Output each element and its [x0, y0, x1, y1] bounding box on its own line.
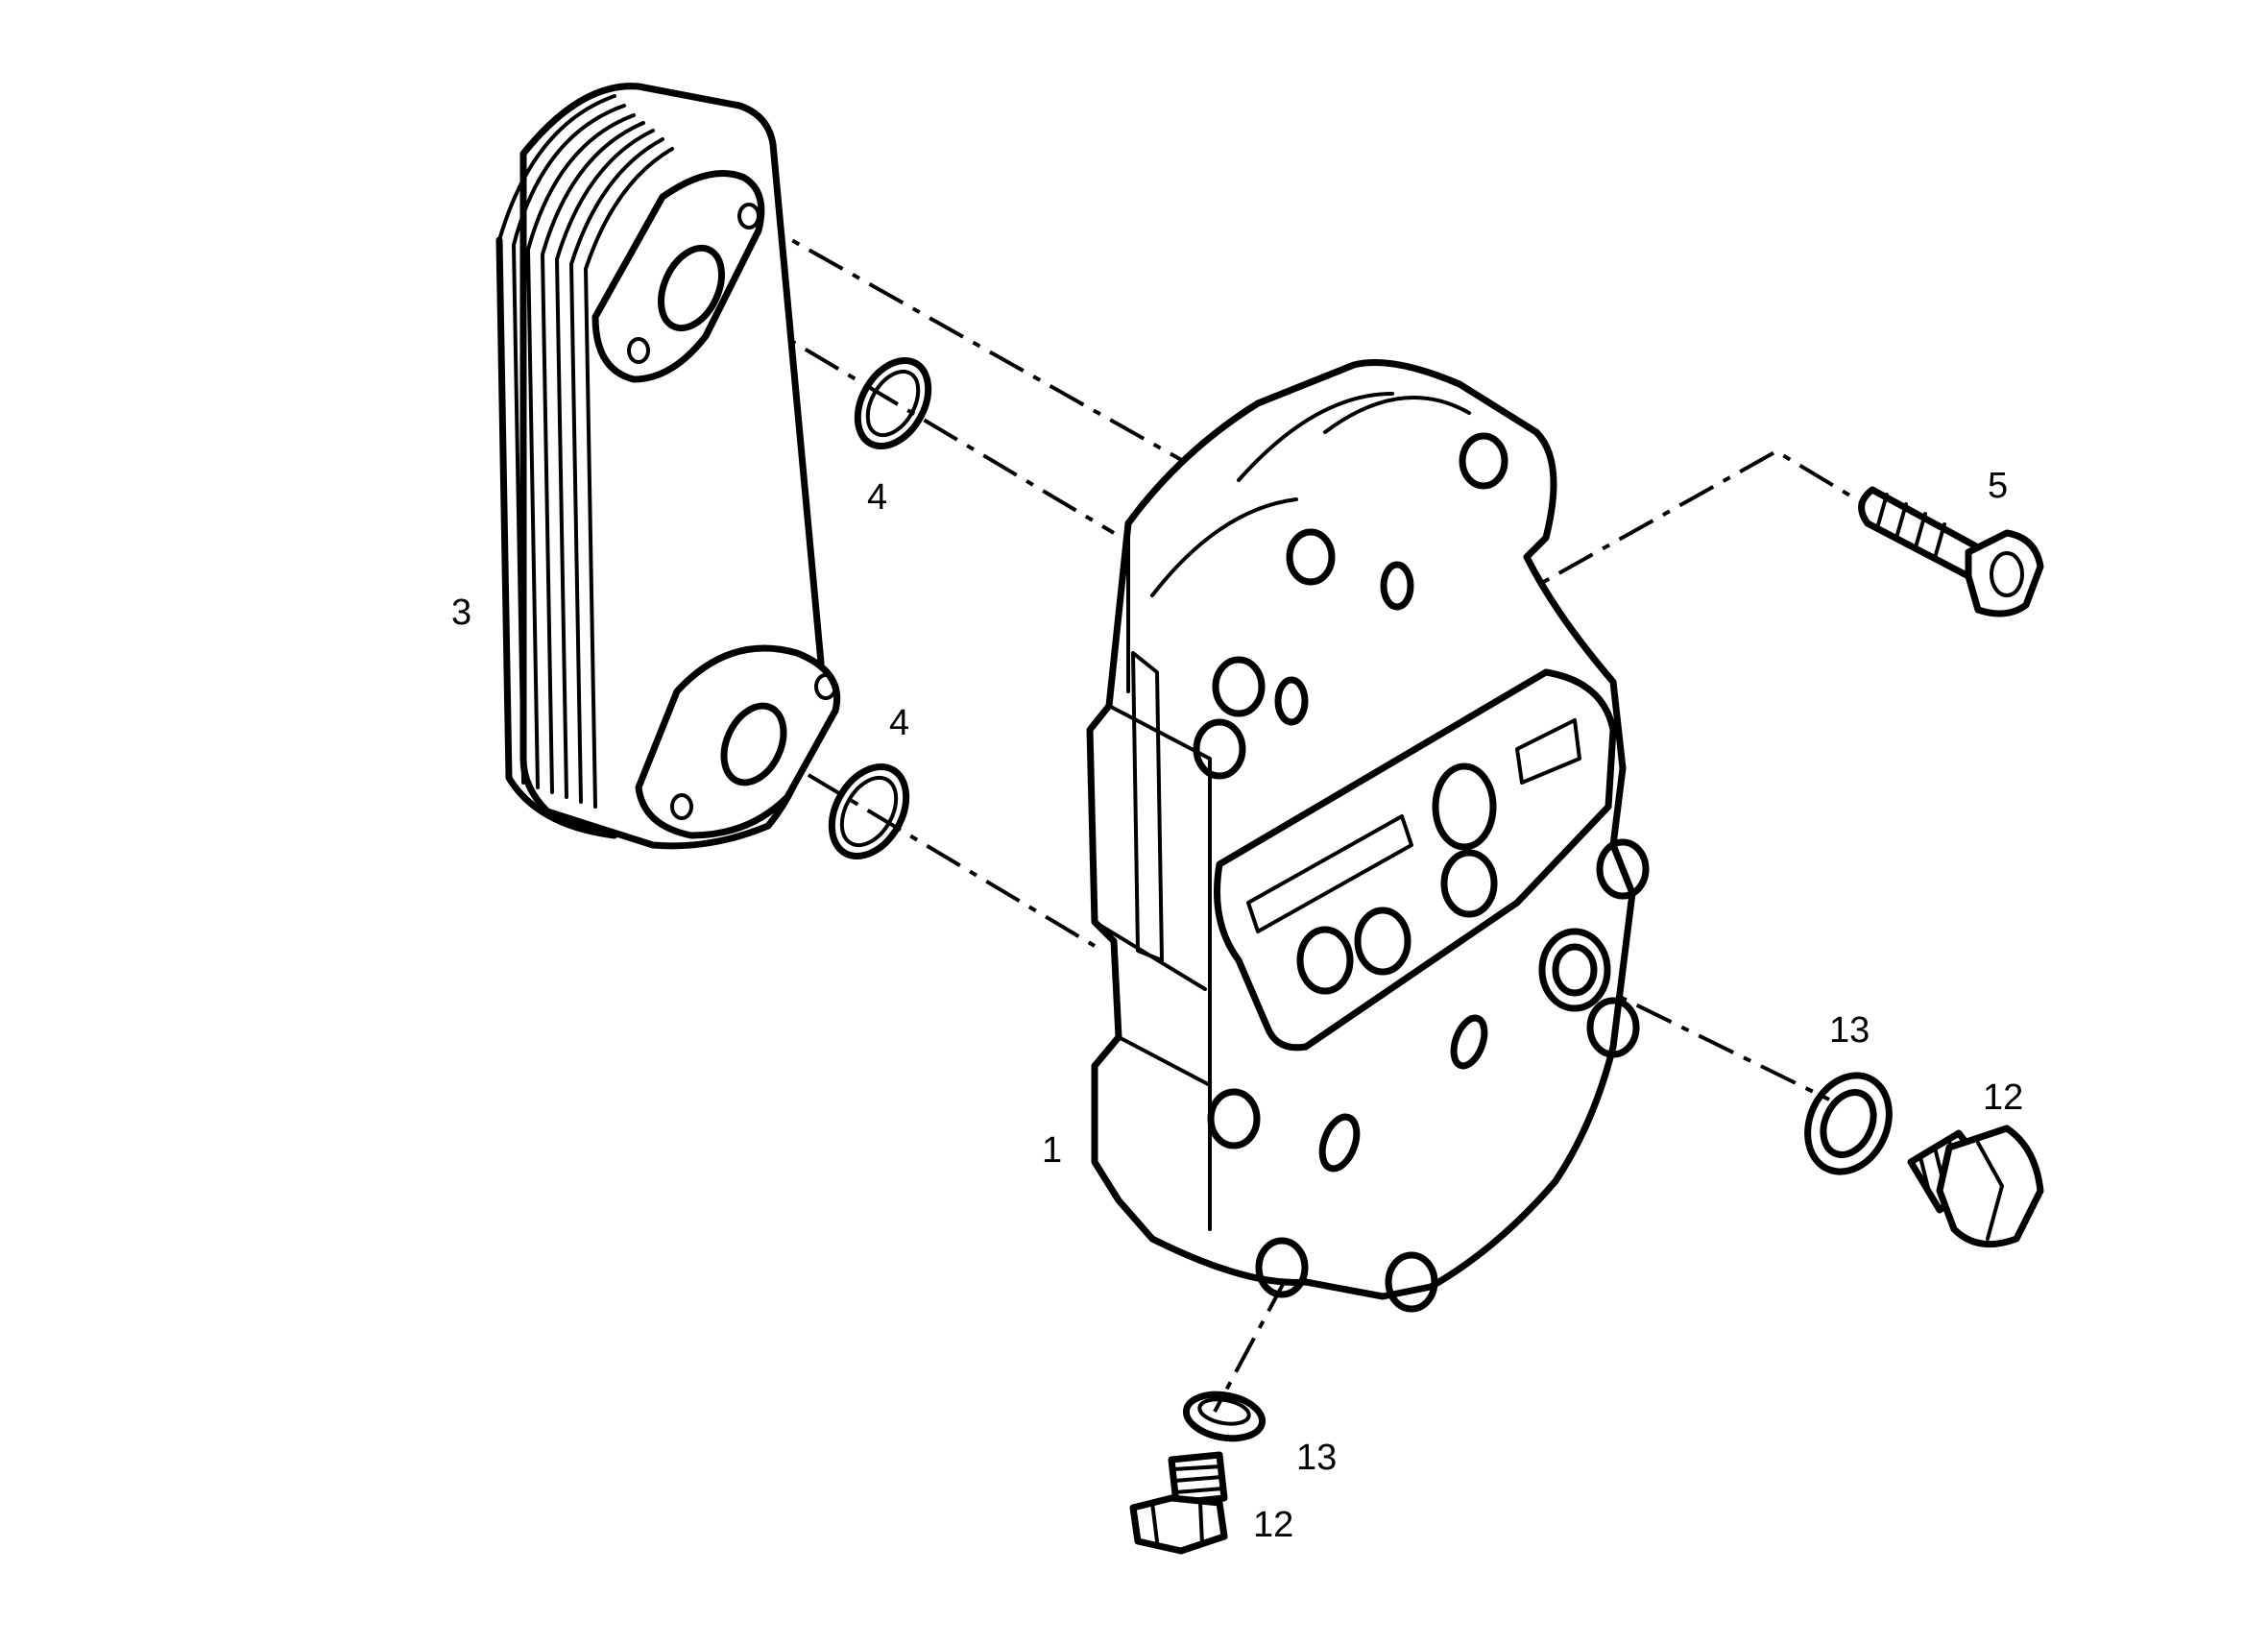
part-label-4-bottom: 4 — [889, 703, 909, 743]
oil-cooler-top-port — [658, 244, 725, 332]
drain-plug-bottom — [1129, 1451, 1228, 1555]
sealing-washer-bottom — [1182, 1391, 1267, 1442]
leader-line-cooler-top-bolt — [748, 214, 1201, 472]
bolt — [1858, 486, 2044, 617]
housing-gasket-face — [1214, 668, 1617, 1052]
oil-cooler — [495, 83, 841, 850]
drain-plug-right — [1907, 1125, 2044, 1248]
o-ring-bottom — [828, 762, 910, 860]
oil-cooler-top-flange — [591, 170, 765, 383]
part-label-12-bottom: 12 — [1253, 1505, 1293, 1545]
part-label-4-top: 4 — [867, 477, 887, 518]
leader-line-plug-bottom — [1213, 1276, 1289, 1413]
part-label-5: 5 — [1988, 466, 2008, 506]
sealing-washer-right — [1804, 1072, 1893, 1175]
oil-cooler-bottom-port — [720, 702, 787, 786]
leader-line-bolt-5 — [1381, 448, 1874, 632]
housing-plug-port — [1538, 928, 1611, 1012]
part-label-12-right: 12 — [1983, 1077, 2023, 1118]
oil-cooler-bottom-flange — [635, 644, 841, 839]
housing-side-face — [1107, 704, 1212, 1231]
leader-line-plug-right — [1574, 973, 1830, 1101]
part-label-13-bottom: 13 — [1296, 1438, 1337, 1478]
part-label-1: 1 — [1042, 1130, 1062, 1171]
part-label-13-right: 13 — [1829, 1010, 1870, 1051]
part-labels: 1 3 4 4 5 13 12 13 12 — [451, 466, 2023, 1545]
o-ring-top — [854, 356, 932, 450]
oil-cooler-housing — [1086, 359, 1650, 1313]
housing-top-bosses — [1150, 392, 1508, 780]
oil-cooler-fins — [495, 94, 674, 839]
part-label-3: 3 — [451, 593, 471, 633]
